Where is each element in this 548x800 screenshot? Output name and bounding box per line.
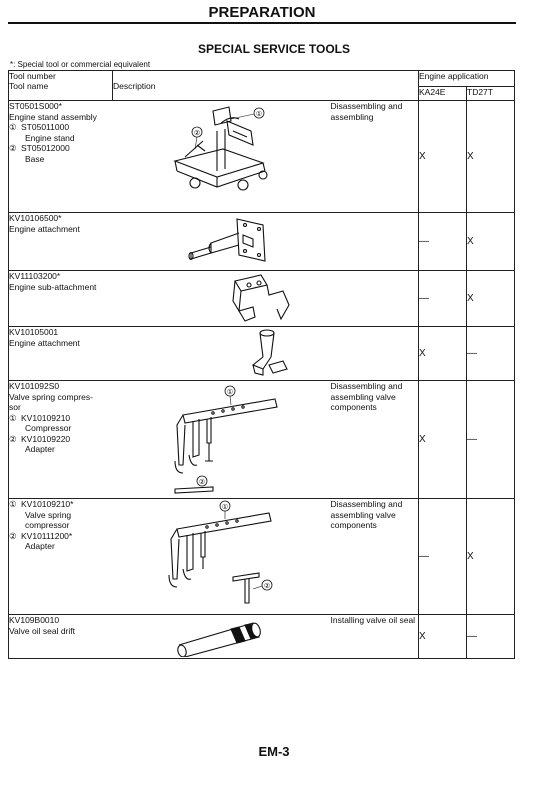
tool-name: Engine attachment: [9, 223, 80, 234]
table-row: ST0501S000* Engine stand assembly ① ST050…: [8, 100, 516, 213]
page-number: EM-3: [258, 744, 290, 759]
part-name: Adapter: [25, 541, 55, 551]
tool-illustration-cell: ① ②: [112, 380, 331, 499]
part-callout: ②: [9, 143, 17, 153]
part-name: Compressor: [25, 423, 72, 433]
tool-number: ST0501S000*: [9, 101, 62, 111]
td27t-mark: X: [465, 270, 516, 327]
part-callout: ①: [9, 499, 17, 509]
tool-illustration-cell: ① ②: [112, 100, 331, 213]
tool-name: Engine attachment: [9, 337, 80, 348]
engine-sub-attachment-illustration: [231, 274, 290, 322]
engine-attachment-illustration: [251, 329, 288, 376]
part-callout: ②: [9, 433, 17, 444]
tool-id-cell: KV11103200* Engine sub-attachment: [8, 270, 113, 327]
tool-description: [330, 270, 419, 327]
ka24e-mark: —: [418, 212, 467, 271]
header-tool-number: Tool number Tool name: [8, 70, 113, 101]
tool-illustration-cell: [112, 270, 331, 327]
ka24e-mark: X: [418, 614, 467, 659]
part-callout: ①: [9, 412, 17, 423]
tool-id-cell: KV10105001 Engine attachment: [8, 326, 113, 381]
tool-id-cell: ① KV10109210* Valve spring compressor ② KV…: [8, 498, 113, 615]
ka24e-mark: X: [418, 380, 467, 499]
ka24e-mark: X: [418, 100, 467, 213]
page-header: PREPARATION: [8, 4, 516, 24]
header-tool-name-label: Tool name: [9, 81, 49, 91]
valve-spring-compressor-illustration: ① ②: [167, 500, 272, 604]
table-row: KV10106500* Engine attachment — X: [8, 212, 516, 271]
callout-2: ②: [263, 582, 269, 590]
part-name: Adapter: [25, 444, 55, 454]
engine-stand-illustration: ① ②: [172, 106, 268, 191]
tool-description: Disassembling and assembling: [330, 100, 419, 213]
part-code: KV10111200*: [21, 530, 73, 541]
part-name: Base: [25, 153, 45, 164]
tool-number: KV10106500*: [9, 213, 62, 223]
ka24e-mark: —: [418, 270, 467, 327]
tool-name-cont: sor: [9, 402, 21, 412]
tool-name: Valve spring compres-: [9, 391, 93, 402]
tool-illustration-cell: [112, 326, 331, 381]
tool-number: KV101092S0: [9, 381, 60, 391]
valve-spring-compressor-illustration: ① ②: [173, 385, 278, 494]
callout-1: ①: [226, 388, 232, 396]
tool-description: Disassembling and assembling valve compo…: [330, 380, 419, 499]
section-title: SPECIAL SERVICE TOOLS: [197, 42, 351, 56]
tool-illustration-cell: [112, 614, 331, 659]
td27t-mark: —: [465, 614, 516, 659]
header-tool-number-label: Tool number: [9, 71, 56, 81]
tool-id-cell: ST0501S000* Engine stand assembly ① ST050…: [8, 100, 113, 213]
td27t-mark: X: [465, 212, 516, 271]
engine-attachment-illustration: [187, 218, 266, 262]
part-name: Engine stand: [25, 132, 75, 143]
tool-description: Disassembling and assembling valve compo…: [330, 498, 419, 615]
table-row: KV101092S0 Valve spring compres- sor ① KV…: [8, 380, 516, 499]
td27t-mark: —: [465, 326, 516, 381]
part-name: Valve spring compressor: [25, 509, 72, 531]
ka24e-mark: X: [418, 326, 467, 381]
tool-name: Engine sub-attachment: [9, 281, 97, 292]
td27t-mark: X: [465, 100, 516, 213]
part-code: KV10109220: [21, 433, 71, 444]
callout-1: ①: [255, 110, 261, 118]
td27t-mark: —: [465, 380, 516, 499]
table-row: KV109B0010 Valve oil seal drift Installi…: [8, 614, 516, 659]
header-engine-application: Engine application: [417, 70, 516, 87]
tool-number: KV11103200*: [9, 271, 61, 281]
special-tools-table: Tool number Tool name Description Engine…: [8, 70, 516, 659]
legend-note: *: Special tool or commercial equivalent: [10, 60, 151, 69]
table-row: ① KV10109210* Valve spring compressor ② KV…: [8, 498, 516, 615]
table-row: KV10105001 Engine attachment X —: [8, 326, 516, 381]
ka24e-mark: —: [418, 498, 467, 615]
tool-name: Valve oil seal drift: [9, 625, 75, 636]
valve-oil-seal-drift-illustration: [176, 622, 261, 657]
tool-name: Engine stand assembly: [9, 111, 97, 122]
tool-id-cell: KV101092S0 Valve spring compres- sor ① KV…: [8, 380, 113, 499]
part-code: KV10109210: [21, 412, 71, 423]
part-code: KV10109210*: [21, 499, 74, 509]
tool-description: Installing valve oil seal: [330, 614, 419, 659]
header-description-label: Description: [113, 80, 156, 91]
table-row: KV11103200* Engine sub-attachment — X: [8, 270, 516, 327]
tool-number: KV10105001: [9, 327, 59, 337]
callout-1: ①: [221, 503, 227, 511]
tool-id-cell: KV10106500* Engine attachment: [8, 212, 113, 271]
part-callout: ②: [9, 530, 17, 541]
tool-illustration-cell: ① ②: [112, 498, 331, 615]
part-callout: ①: [9, 122, 17, 132]
part-code: ST05012000: [21, 143, 70, 153]
tool-number: KV109B0010: [9, 615, 60, 625]
callout-2: ②: [198, 478, 204, 486]
tool-description: [330, 212, 419, 271]
callout-2: ②: [193, 129, 199, 137]
header-engine-td27t: TD27T: [465, 86, 516, 101]
td27t-mark: X: [465, 498, 516, 615]
tool-id-cell: KV109B0010 Valve oil seal drift: [8, 614, 113, 659]
part-code: ST05011000: [21, 122, 70, 132]
tool-description: [330, 326, 419, 381]
header-engine-ka24e: KA24E: [418, 86, 467, 101]
header-description: Description: [112, 70, 419, 101]
tool-illustration-cell: [112, 212, 331, 271]
